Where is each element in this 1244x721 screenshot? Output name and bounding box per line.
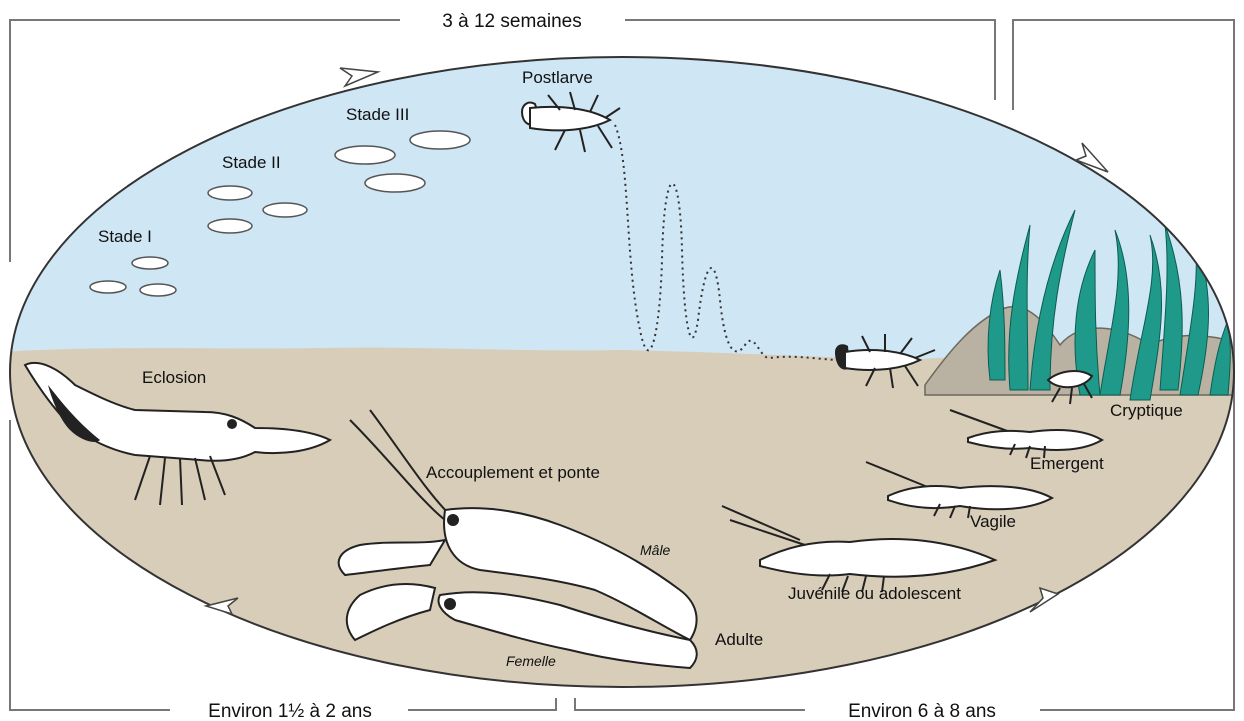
water-zone	[0, 40, 1244, 380]
label-stade-3: Stade III	[346, 105, 409, 124]
label-femelle: Femelle	[506, 653, 556, 669]
label-male: Mâle	[640, 542, 671, 558]
label-juvenile: Juvénile ou adolescent	[788, 584, 961, 603]
sediment-zone	[0, 345, 1244, 721]
duration-bottom-right: Environ 6 à 8 ans	[848, 701, 996, 721]
label-eclosion: Eclosion	[142, 368, 206, 387]
label-stade-1: Stade I	[98, 227, 152, 246]
duration-top: 3 à 12 semaines	[442, 11, 581, 32]
arrow-top-left-icon	[340, 68, 378, 86]
duration-bottom-left: Environ 1½ à 2 ans	[208, 701, 372, 721]
label-accouplement: Accouplement et ponte	[426, 463, 600, 482]
label-postlarve: Postlarve	[522, 68, 593, 87]
bottom-right-bracket	[575, 698, 805, 710]
label-cryptique: Cryptique	[1110, 401, 1183, 420]
label-emergent: Emergent	[1030, 454, 1104, 473]
label-adulte: Adulte	[715, 630, 763, 649]
label-vagile: Vagile	[970, 512, 1016, 531]
label-stade-2: Stade II	[222, 153, 281, 172]
